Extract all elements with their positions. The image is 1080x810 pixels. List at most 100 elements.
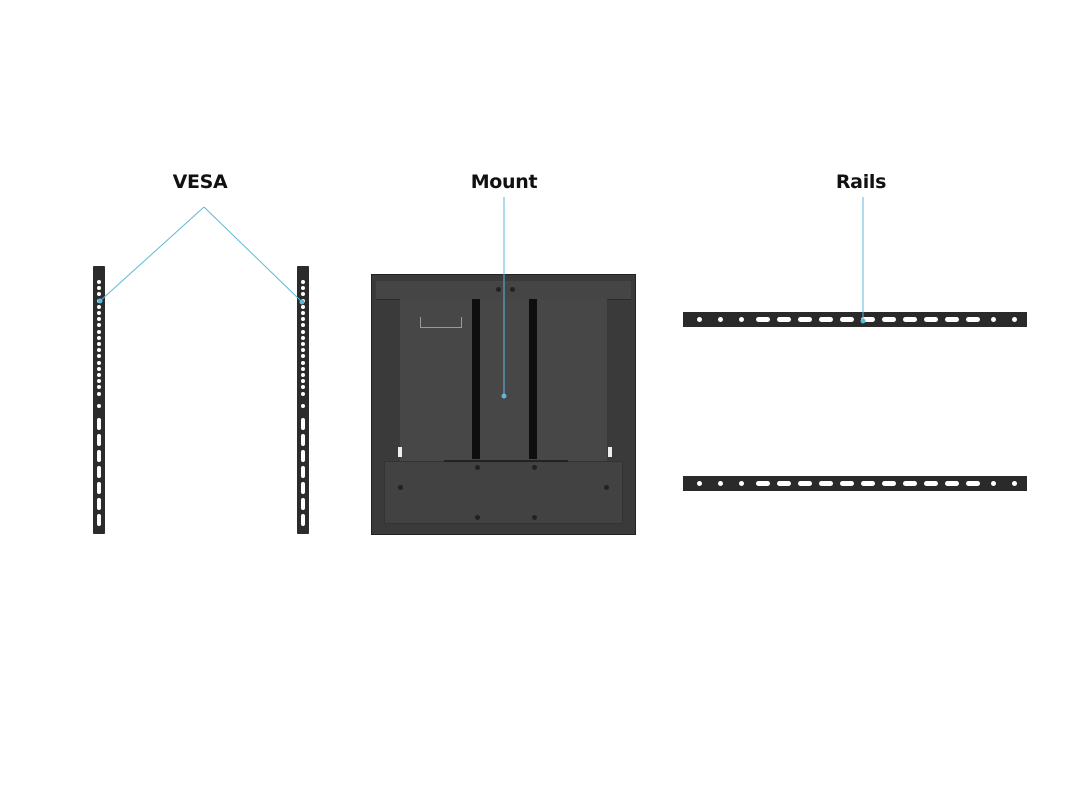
mounting-hole — [97, 286, 101, 291]
mounting-slot — [301, 434, 305, 446]
mounting-slot — [840, 317, 854, 322]
mounting-hole — [301, 292, 305, 297]
mounting-hole — [301, 342, 305, 346]
mounting-hole — [991, 481, 996, 486]
mounting-slot — [301, 498, 305, 510]
vesa-leader-right — [203, 206, 303, 303]
screw — [475, 515, 480, 520]
mounting-slot — [777, 317, 791, 322]
mounting-slot — [966, 481, 980, 486]
mounting-hole — [97, 329, 101, 334]
mounting-slot — [882, 317, 896, 322]
mounting-hole — [97, 366, 101, 371]
screw — [475, 465, 480, 470]
mount-leader-dot — [501, 393, 507, 399]
mounting-hole — [97, 404, 101, 408]
mounting-slot — [924, 481, 938, 486]
screw — [398, 485, 403, 490]
mounting-slot — [97, 434, 101, 446]
vesa-leader-dot-left — [97, 298, 103, 304]
mounting-slot — [924, 317, 938, 322]
mounting-slot — [861, 317, 875, 322]
vesa-bracket-left — [93, 266, 105, 534]
mounting-slot — [819, 481, 833, 486]
mounting-hole — [1012, 481, 1017, 486]
rail-bottom — [683, 476, 1027, 491]
mounting-hole — [301, 335, 305, 340]
mounting-slot — [97, 514, 101, 526]
mounting-hole — [301, 311, 305, 315]
mounting-slot — [97, 482, 101, 494]
mounting-slot — [97, 466, 101, 478]
mount-slot-left — [472, 299, 480, 459]
screw — [496, 287, 501, 292]
mounting-slot — [301, 514, 305, 526]
mounting-slot — [798, 317, 812, 322]
mounting-hole — [301, 323, 305, 328]
mounting-hole — [991, 317, 996, 322]
vesa-leader-dot-right — [299, 299, 305, 305]
mounting-hole — [301, 391, 305, 396]
mounting-slot — [97, 450, 101, 462]
mounting-hole — [97, 379, 101, 384]
mounting-slot — [97, 498, 101, 510]
mounting-hole — [301, 360, 305, 365]
mounting-hole — [718, 317, 723, 322]
mounting-slot — [966, 317, 980, 322]
mounting-hole — [97, 373, 101, 377]
mounting-hole — [301, 354, 305, 359]
screw — [604, 485, 609, 490]
mounting-hole — [97, 385, 101, 390]
mounting-hole — [1012, 317, 1017, 322]
rails-label: Rails — [835, 171, 887, 193]
rails-leader-dot — [860, 318, 866, 324]
vesa-leader-left — [99, 206, 205, 302]
mounting-hole — [97, 311, 101, 315]
mounting-hole — [301, 280, 305, 284]
mounting-slot — [97, 418, 101, 430]
mounting-hole — [739, 317, 744, 322]
mounting-slot — [301, 418, 305, 430]
mounting-hole — [97, 391, 101, 396]
mounting-slot — [798, 481, 812, 486]
mounting-slot — [819, 317, 833, 322]
mounting-hole — [97, 292, 101, 297]
mounting-hole — [301, 304, 305, 309]
mount-crossbar — [444, 460, 568, 462]
mounting-slot — [861, 481, 875, 486]
mounting-hole — [97, 323, 101, 328]
mounting-hole — [97, 317, 101, 322]
mount-tab-left — [398, 447, 402, 457]
mounting-hole — [301, 404, 305, 408]
mounting-hole — [697, 317, 702, 322]
mounting-hole — [301, 379, 305, 384]
mounting-hole — [301, 385, 305, 390]
mounting-hole — [301, 286, 305, 291]
mounting-hole — [97, 360, 101, 365]
mount-label: Mount — [470, 171, 538, 193]
mounting-hole — [97, 348, 101, 353]
mounting-hole — [301, 366, 305, 371]
mounting-slot — [756, 481, 770, 486]
vesa-label: VESA — [172, 171, 228, 193]
mounting-hole — [97, 335, 101, 340]
screw — [532, 515, 537, 520]
mounting-slot — [945, 317, 959, 322]
mounting-hole — [97, 354, 101, 359]
mounting-slot — [777, 481, 791, 486]
mounting-slot — [840, 481, 854, 486]
mounting-hole — [97, 280, 101, 284]
vesa-bracket-right — [297, 266, 309, 534]
screw — [532, 465, 537, 470]
mounting-slot — [756, 317, 770, 322]
mounting-hole — [301, 317, 305, 322]
mounting-slot — [301, 466, 305, 478]
mounting-hole — [301, 348, 305, 353]
mounting-hole — [739, 481, 744, 486]
mounting-slot — [945, 481, 959, 486]
mounting-slot — [301, 482, 305, 494]
mounting-slot — [903, 317, 917, 322]
mounting-hole — [301, 329, 305, 334]
mounting-slot — [882, 481, 896, 486]
